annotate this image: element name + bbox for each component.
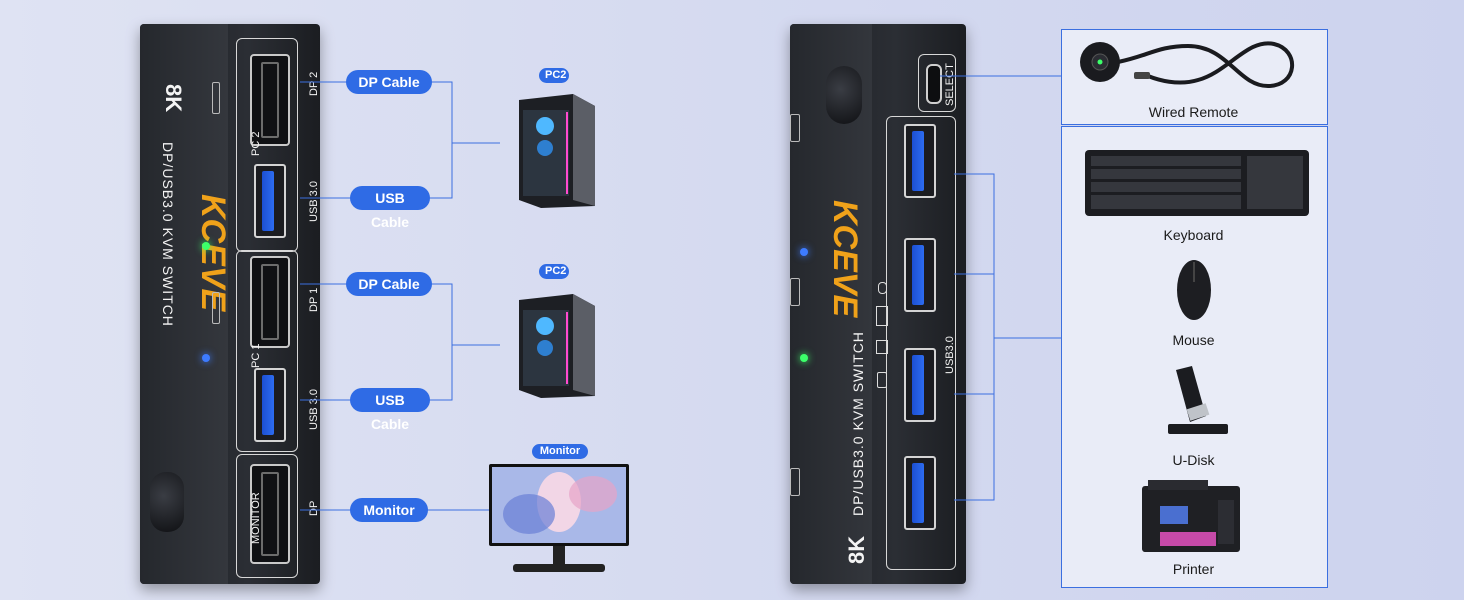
printer-glyph-icon (876, 340, 888, 354)
pc2-tag-bottom: PC2 (539, 264, 569, 279)
usb-drive-glyph-icon (877, 372, 887, 388)
indicator-slot-icon (212, 82, 220, 114)
usb-drive-icon (1168, 366, 1228, 434)
keyboard-glyph-icon (876, 306, 888, 326)
keyboard-icon (1085, 150, 1309, 216)
usb-port-2[interactable] (904, 238, 936, 312)
keyboard-label: Keyboard (1163, 227, 1224, 243)
indicator-slot-icon (790, 278, 800, 306)
dp-cable-pc2-label: DP Cable (346, 70, 432, 94)
select-button[interactable] (150, 472, 184, 532)
led-blue-icon (800, 248, 808, 256)
monitor-port-group (236, 454, 298, 578)
usb-cable-pc1-label: USB Cable (350, 388, 430, 432)
led-green-icon (800, 354, 808, 362)
udisk-label: U-Disk (1172, 452, 1215, 468)
pc2-port-group (236, 38, 298, 252)
mouse-label: Mouse (1172, 332, 1215, 348)
pc-tower-icon (519, 94, 595, 208)
usb-pc1-port[interactable] (254, 368, 286, 442)
right-kvm-switch: KCEVE DP/USB3.0 KVM SWITCH 8K SELECT USB… (790, 24, 966, 584)
wired-remote-icon (1080, 41, 1294, 89)
usb-pc2-port[interactable] (254, 164, 286, 238)
pc1-port-group (236, 250, 298, 452)
monitor-icon (489, 464, 629, 572)
indicator-slot-icon (212, 292, 220, 324)
dp1-port[interactable] (250, 256, 290, 348)
wired-remote-label: Wired Remote (1148, 104, 1239, 120)
led-blue-icon (202, 354, 210, 362)
pc2-tag-top: PC2 (539, 68, 569, 83)
select-knob-button[interactable] (826, 66, 862, 124)
mouse-glyph-icon (878, 282, 887, 294)
monitor-cable-label: Monitor (350, 498, 428, 522)
usb-port-4[interactable] (904, 456, 936, 530)
monitor-tag: Monitor (532, 444, 588, 459)
pc-tower-icon (519, 294, 595, 398)
usb-cable-pc2-label: USB Cable (350, 186, 430, 230)
usb-port-1[interactable] (904, 124, 936, 198)
led-green-icon (202, 242, 210, 250)
printer-label: Printer (1172, 561, 1215, 577)
usb-port-3[interactable] (904, 348, 936, 422)
left-kvm-switch: 8K DP/USB3.0 KVM SWITCH KCEVE PC 2 DP 2 … (140, 24, 320, 584)
usb-port-group (886, 116, 956, 570)
mouse-icon (1177, 260, 1211, 320)
select-port-group (918, 54, 956, 112)
indicator-slot-icon (790, 468, 800, 496)
dp2-port[interactable] (250, 54, 290, 146)
indicator-slot-icon (790, 114, 800, 142)
dp-monitor-port[interactable] (250, 464, 290, 564)
printer-icon (1142, 480, 1240, 552)
dp-cable-pc1-label: DP Cable (346, 272, 432, 296)
remote-port[interactable] (926, 64, 942, 104)
